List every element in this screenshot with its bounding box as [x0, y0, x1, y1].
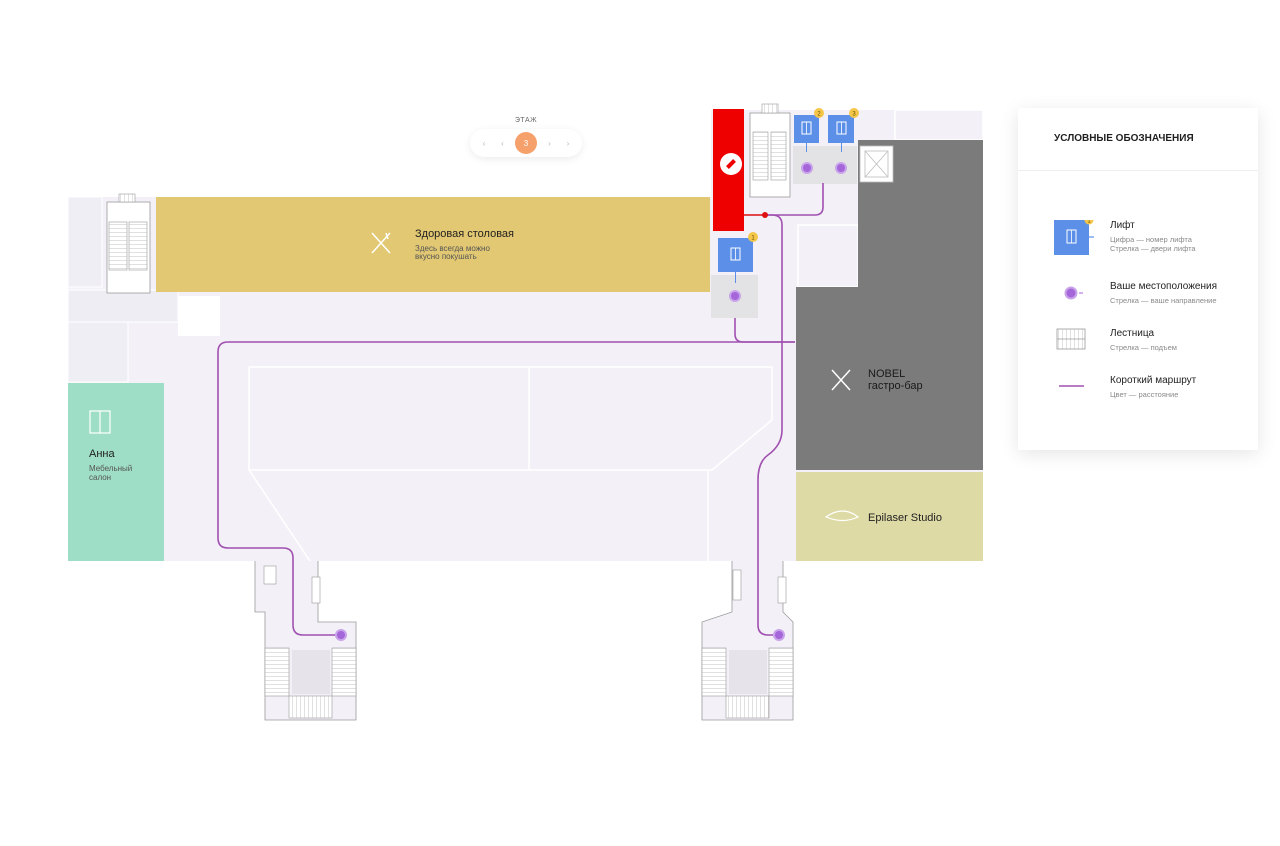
stairs-top-left [106, 193, 151, 294]
fork-knife-icon [831, 369, 851, 391]
floor-label: ЭТАЖ [514, 117, 538, 124]
fork-knife-icon [371, 232, 391, 254]
elevator-icon: 1 [1054, 220, 1094, 255]
legend-divider [1018, 170, 1258, 171]
anna-name: Анна [89, 448, 115, 460]
legend-item-name: Лифт [1110, 220, 1135, 231]
legend-item-desc: Стрелка — ваше направление [1110, 296, 1217, 305]
legend-item-name: Лестница [1110, 328, 1155, 339]
elevator-1[interactable]: 1 [718, 232, 758, 272]
legend-item-elevator: 1 Лифт Цифра — номер лифта Стрелка — две… [1054, 220, 1244, 260]
stairs-bottom-left [254, 561, 357, 721]
legend-panel: УСЛОВНЫЕ ОБОЗНАЧЕНИЯ 1 Лифт Цифра — номе… [1018, 108, 1258, 450]
legend-item-stairs: Лестница Стрелка — подъем [1054, 328, 1244, 368]
elevator-number: 3 [852, 112, 856, 118]
canteen-name: Здоровая столовая [415, 228, 514, 240]
anna-desc-2: салон [89, 473, 111, 482]
wardrobe-icon [89, 410, 111, 434]
stairs-bottom-right [701, 561, 794, 721]
location-dots [335, 162, 847, 641]
anna-desc-1: Мебельный [89, 464, 132, 473]
shop-canteen[interactable] [156, 197, 710, 292]
stairs-icon [1056, 328, 1086, 350]
elevator-number: 2 [817, 112, 821, 118]
elevator-2[interactable]: 2 [794, 108, 824, 143]
shortest-route [217, 183, 824, 636]
elevator-number: 1 [751, 236, 755, 242]
elevator-3[interactable]: 3 [828, 108, 859, 143]
floor-prev-button[interactable]: ‹ [501, 138, 504, 148]
legend-item-name: Короткий маршрут [1110, 375, 1197, 386]
stairs-top-right [749, 103, 791, 198]
elevator-door-arrows [735, 143, 842, 283]
floor-switcher: ‹ ‹ 3 › › [470, 129, 582, 157]
current-floor-indicator[interactable]: 3 [515, 132, 537, 154]
shop-nobel[interactable] [796, 140, 983, 470]
nobel-name-1: NOBEL [868, 368, 905, 380]
shop-anna[interactable] [68, 383, 164, 561]
floor-prev-far-button[interactable]: ‹ [482, 138, 486, 148]
legend-item-desc: Цвет — расстояние [1110, 390, 1179, 399]
epilaser-name: Epilaser Studio [868, 512, 942, 524]
route-line-icon [1059, 385, 1084, 387]
legend-item-route: Короткий маршрут Цвет — расстояние [1054, 375, 1244, 415]
canteen-desc-2: вкусно покушать [415, 252, 477, 261]
legend-item-desc: Цифра — номер лифта Стрелка — двери лифт… [1110, 235, 1196, 253]
legend-item-location: Ваше местоположения Стрелка — ваше напра… [1054, 281, 1244, 321]
eye-lash-icon [824, 510, 860, 522]
floor-next-far-button[interactable]: › [566, 138, 570, 148]
canteen-desc-1: Здесь всегда можно [415, 244, 490, 253]
legend-elevator-badge: 1 [1087, 220, 1091, 224]
legend-item-name: Ваше местоположения [1110, 281, 1217, 292]
legend-item-desc: Стрелка — подъем [1110, 343, 1177, 352]
legend-title: УСЛОВНЫЕ ОБОЗНАЧЕНИЯ [1054, 133, 1194, 144]
floor-next-button[interactable]: › [548, 138, 551, 148]
nobel-name-2: гастро-бар [868, 380, 923, 392]
location-dot-icon [1064, 286, 1083, 300]
